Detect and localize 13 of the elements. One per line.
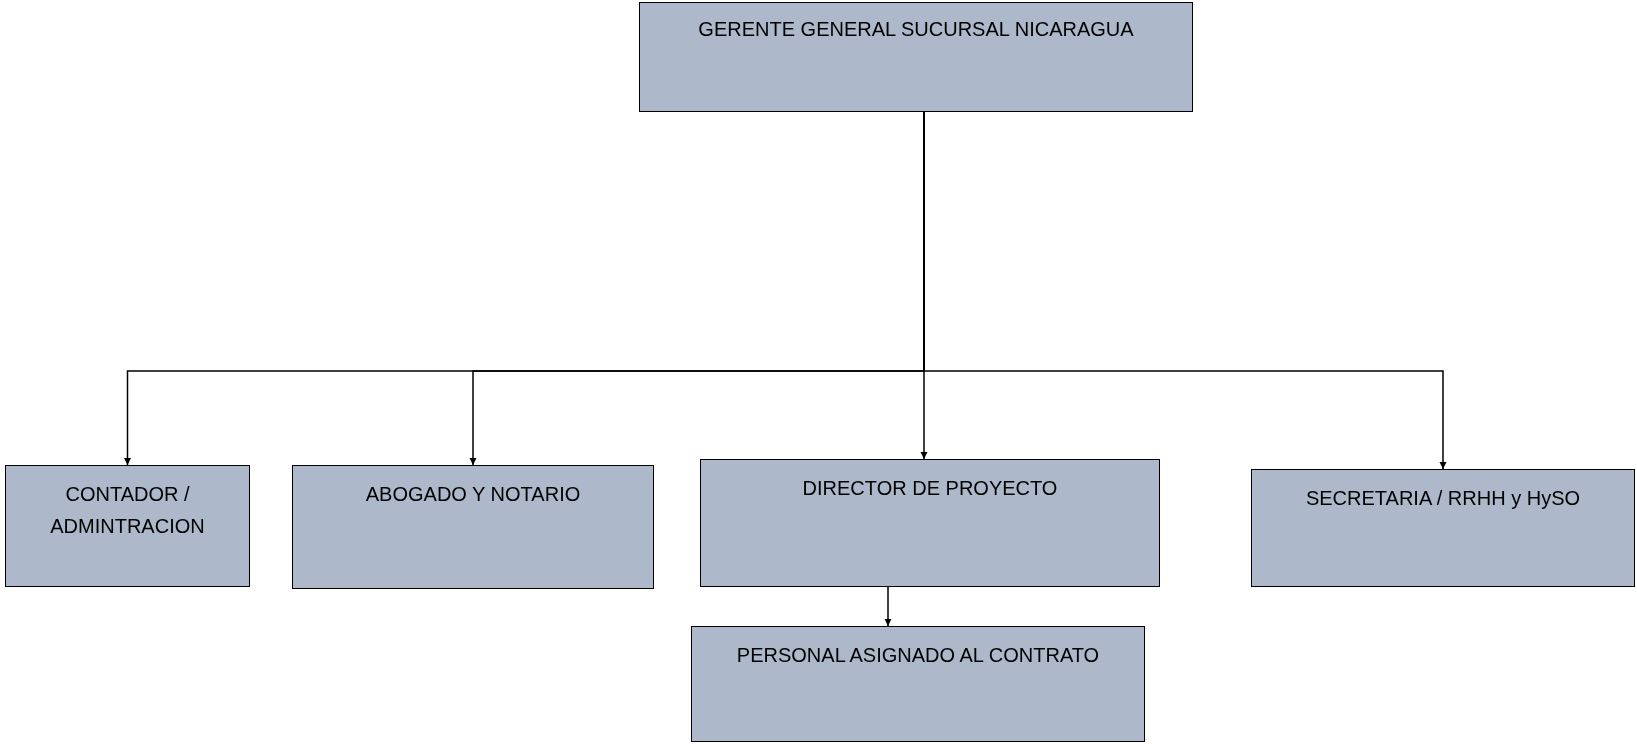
position-title: SECRETARIA / RRHH y HySO (1304, 486, 1582, 511)
position-box (691, 626, 1145, 742)
position-title: GERENTE GENERAL SUCURSAL NICARAGUA (697, 17, 1135, 42)
position-box (700, 459, 1160, 587)
connector-arrow (884, 586, 892, 627)
position-box (292, 465, 654, 589)
position-title: ABOGADO Y NOTARIO (364, 482, 582, 507)
position-title: PERSONAL ASIGNADO AL CONTRATO (735, 643, 1101, 668)
position-title: DIRECTOR DE PROYECTO (801, 476, 1059, 501)
position-box (639, 2, 1193, 112)
position-box (1251, 469, 1635, 587)
position-box (5, 465, 250, 587)
position-title: CONTADOR / ADMINTRACION (49, 482, 206, 539)
